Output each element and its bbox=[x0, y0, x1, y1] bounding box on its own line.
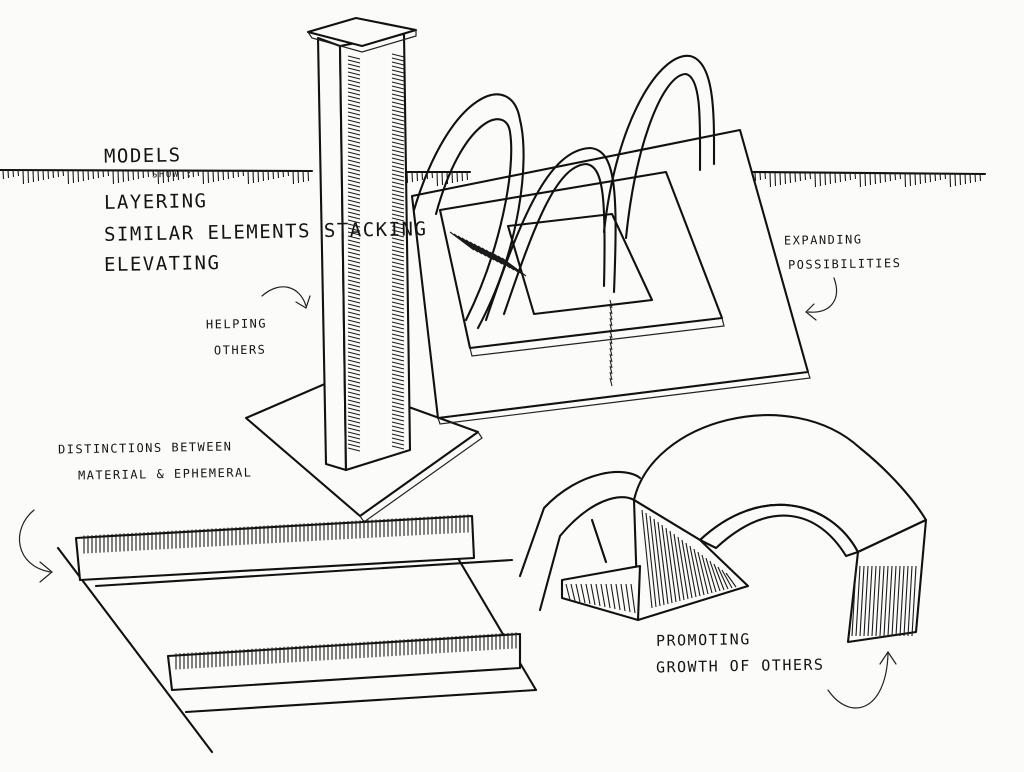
note-others: OTHERS bbox=[213, 342, 267, 358]
note-show: SHOW : bbox=[151, 169, 194, 181]
curved-panels-model bbox=[518, 414, 928, 644]
tower-model bbox=[244, 16, 483, 523]
platform-model bbox=[410, 54, 811, 425]
bars-model bbox=[56, 514, 538, 754]
note-elevating: ELEVATING bbox=[103, 251, 221, 277]
note-helping: HELPING bbox=[205, 316, 268, 332]
note-models: MODELS bbox=[103, 144, 182, 168]
arrow-icon bbox=[19, 509, 51, 573]
arrow-icon bbox=[807, 277, 838, 313]
arrow-icon bbox=[827, 653, 889, 709]
ground-line bbox=[0, 168, 987, 188]
arrow-icon bbox=[261, 286, 307, 307]
arrow-icons bbox=[19, 277, 897, 709]
note-growth-of-others: GROWTH OF OTHERS bbox=[655, 655, 825, 677]
note-possibilities: POSSIBILITIES bbox=[787, 256, 902, 272]
note-expanding: EXPANDING bbox=[783, 232, 863, 248]
note-layering: LAYERING bbox=[103, 190, 208, 214]
note-promoting: PROMOTING bbox=[655, 630, 751, 650]
